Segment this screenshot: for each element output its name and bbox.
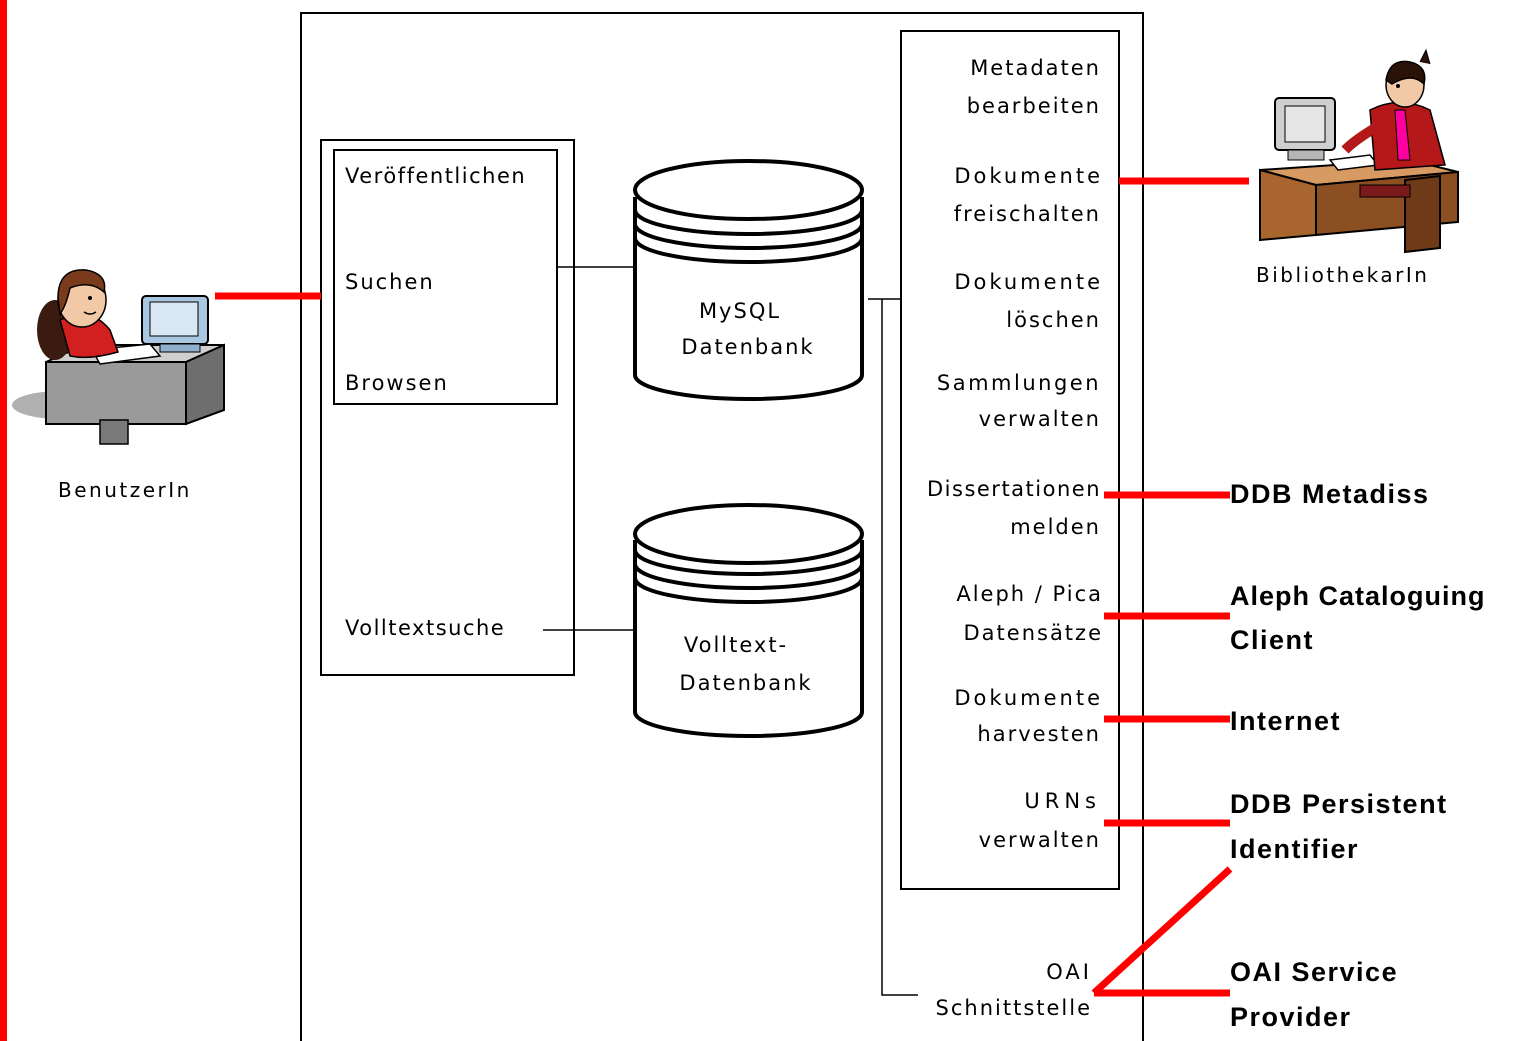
oai-label-2: Schnittstelle [935, 996, 1092, 1020]
function-edit-metadata-1: Metadaten [970, 56, 1101, 80]
red-connectors [215, 177, 1249, 997]
function-release-docs-1: Dokumente [954, 164, 1103, 188]
external-ddb-pi-1: DDB Persistent [1230, 789, 1448, 819]
function-harvest-2: harvesten [977, 722, 1101, 746]
frontend-outer-box [320, 139, 575, 676]
external-oai-sp-1: OAI Service [1230, 957, 1399, 987]
function-collections-1: Sammlungen [936, 371, 1101, 395]
function-edit-metadata-2: bearbeiten [966, 94, 1101, 118]
left-red-border [0, 0, 7, 1041]
function-delete-docs-1: Dokumente [954, 270, 1103, 294]
mysql-database-icon [633, 159, 864, 401]
external-internet: Internet [1230, 706, 1342, 736]
fulltext-database-icon [633, 503, 864, 738]
mysql-db-label-2: Datenbank [681, 335, 815, 359]
librarian-label: BibliothekarIn [1256, 263, 1430, 287]
function-urns-1: URNs [1024, 789, 1101, 813]
system-box [300, 12, 1144, 1041]
function-release-docs-2: freischalten [953, 202, 1101, 226]
external-ddb-pi-2: Identifier [1230, 834, 1360, 864]
fulltext-db-label-2: Datenbank [679, 671, 813, 695]
function-harvest-1: Dokumente [954, 686, 1103, 710]
user-label: BenutzerIn [58, 478, 192, 502]
external-aleph-1: Aleph Cataloguing [1230, 581, 1486, 611]
connector-oai-pi [1091, 866, 1233, 996]
browse-label: Browsen [345, 371, 449, 395]
external-oai-sp-2: Provider [1230, 1002, 1352, 1032]
function-delete-docs-2: löschen [1006, 308, 1101, 332]
function-dissertations-1: Dissertationen [927, 477, 1101, 501]
connector-mysql-oai [881, 299, 918, 996]
user-at-desk-icon [12, 269, 225, 445]
mysql-db-label-1: MySQL [698, 299, 782, 323]
function-aleph-pica-2: Datensätze [963, 621, 1103, 645]
function-urns-2: verwalten [978, 828, 1101, 852]
function-aleph-pica-1: Aleph / Pica [956, 582, 1103, 606]
external-ddb-metadiss: DDB Metadiss [1230, 479, 1430, 509]
function-dissertations-2: melden [1010, 515, 1101, 539]
oai-label-1: OAI [1046, 960, 1092, 984]
external-aleph-2: Client [1230, 625, 1315, 655]
librarian-at-desk-icon [1259, 48, 1459, 254]
fulltext-db-label-1: Volltext- [683, 633, 789, 657]
frontend-inner-box [333, 149, 558, 405]
publish-label: Veröffentlichen [345, 164, 527, 188]
fulltext-search-label: Volltextsuche [345, 616, 506, 640]
search-label: Suchen [345, 270, 435, 294]
functions-box [900, 30, 1120, 890]
function-collections-2: verwalten [978, 407, 1101, 431]
